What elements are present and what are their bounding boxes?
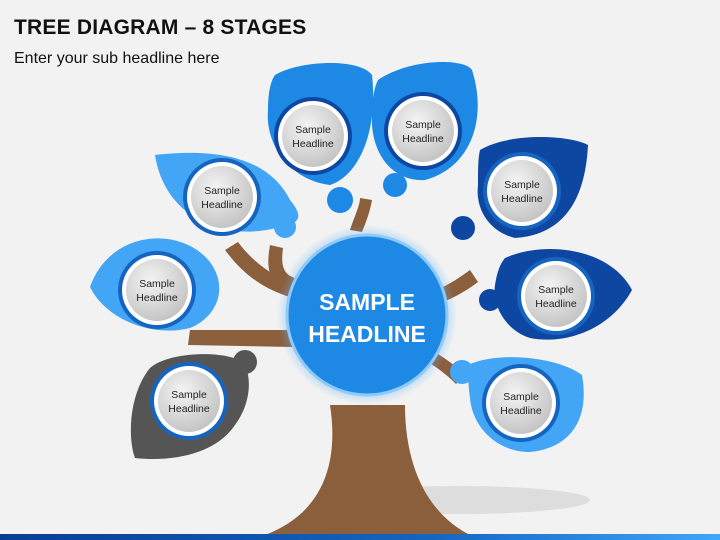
stage-3-line1: Sample (295, 124, 331, 136)
stage-5-line1: Sample (504, 179, 540, 191)
stage-5-line2: Headline (501, 193, 543, 205)
stage-6-line2: Headline (535, 298, 577, 310)
stage-1-line2: Headline (201, 199, 243, 211)
stage-8-line1: Sample (171, 389, 207, 401)
leaf-stage-4[interactable]: Sample Headline (371, 61, 478, 197)
leaf-stage-5[interactable]: Sample Headline (451, 136, 588, 240)
center-line2: HEADLINE (308, 321, 426, 347)
stage-4-line2: Headline (402, 133, 444, 145)
leaf-stage-1[interactable]: Sample Headline (155, 152, 299, 238)
center-headline[interactable]: SAMPLE HEADLINE (277, 225, 457, 405)
bottom-accent-bar (0, 534, 720, 540)
stage-8-line2: Headline (168, 403, 210, 415)
stage-2-line1: Sample (139, 278, 175, 290)
stage-1-line1: Sample (204, 185, 240, 197)
stage-4-line1: Sample (405, 119, 441, 131)
leaf-stage-7[interactable]: Sample Headline (450, 357, 584, 452)
leaf-stage-8[interactable]: Sample Headline (130, 350, 257, 460)
leaf-stage-3[interactable]: Sample Headline (267, 62, 374, 213)
center-line1: SAMPLE (319, 289, 415, 315)
stage-2-line2: Headline (136, 292, 178, 304)
page-title: TREE DIAGRAM – 8 STAGES (14, 16, 307, 39)
stage-3-line2: Headline (292, 138, 334, 150)
stage-6-line1: Sample (538, 284, 574, 296)
stage-7-line1: Sample (503, 391, 539, 403)
stage-7-line2: Headline (500, 405, 542, 417)
leaf-stage-2[interactable]: Sample Headline (90, 238, 220, 331)
page-subtitle: Enter your sub headline here (14, 50, 220, 67)
leaf-stage-6[interactable]: Sample Headline (479, 248, 632, 340)
